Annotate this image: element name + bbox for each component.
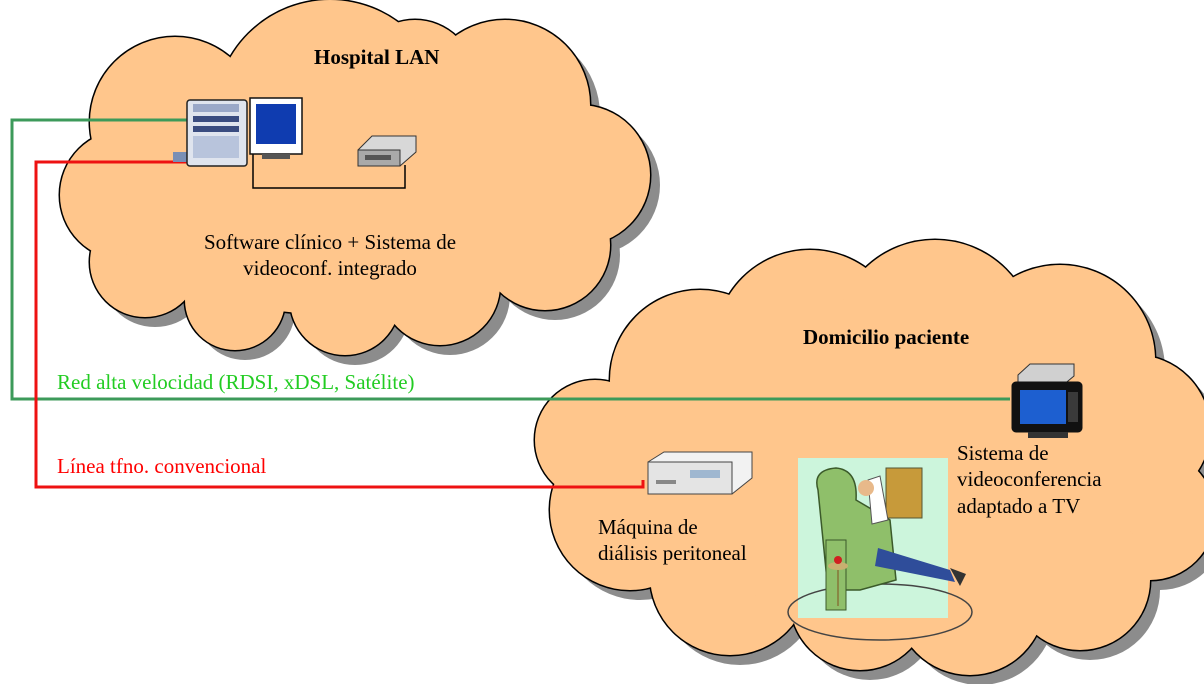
patient-armchair-clipart (787, 458, 973, 641)
video-codec-icon (357, 135, 417, 167)
phone-link-label: Línea tfno. convencional (57, 454, 267, 478)
lan-link-line (252, 150, 406, 189)
tv-caption-line-1: Sistema de (957, 441, 1049, 465)
desktop-computer-icon (173, 97, 303, 167)
dialysis-machine-icon (647, 451, 753, 495)
high-speed-link-line (10, 118, 1010, 401)
television-icon (1011, 363, 1083, 438)
machine-caption-line-1: Máquina de (598, 515, 698, 539)
hospital-caption-line-1: Software clínico + Sistema de (203, 230, 457, 254)
high-speed-link-label: Red alta velocidad (RDSI, xDSL, Satélite… (57, 370, 415, 394)
tv-caption-line-2: videoconferencia (957, 467, 1102, 492)
phone-link-line (34, 160, 645, 489)
hospital-caption-line-2: videoconf. integrado (243, 256, 417, 281)
home-title: Domicilio paciente (803, 325, 970, 349)
machine-caption-line-2: diálisis peritoneal (598, 541, 747, 566)
tv-caption-line-3: adaptado a TV (957, 493, 1081, 518)
hospital-title: Hospital LAN (314, 45, 440, 69)
